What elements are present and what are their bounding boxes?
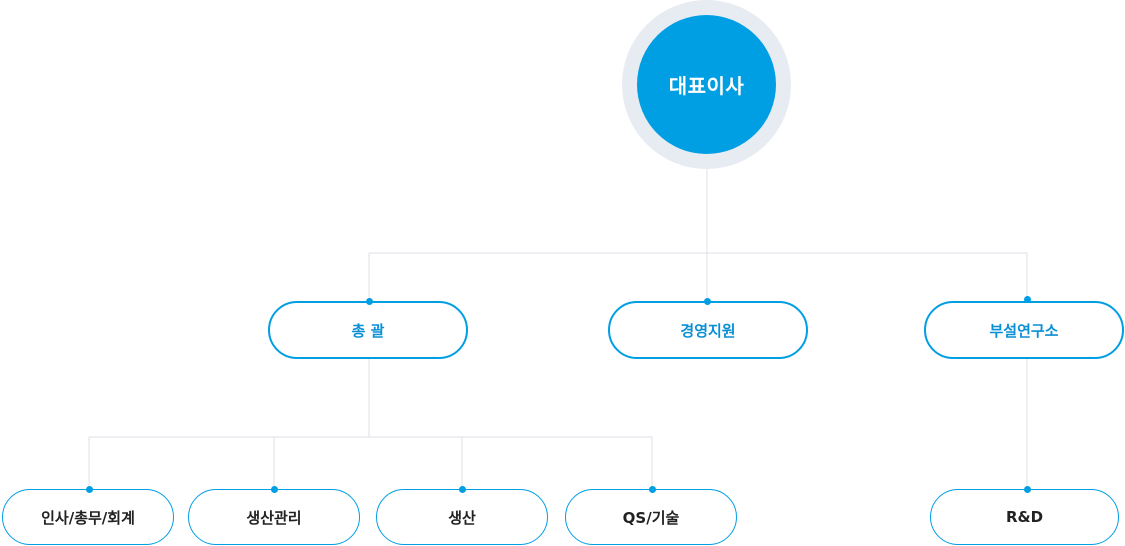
connector-dot (1023, 485, 1031, 493)
connector-dot (458, 485, 466, 493)
node-label: 생산 (448, 508, 476, 527)
ceo-label: 대표이사 (668, 74, 745, 98)
node-label: QS/기술 (622, 508, 680, 527)
connector-dot (85, 485, 93, 493)
node-rnd: R&D (930, 489, 1119, 545)
node-label: 생산관리 (246, 508, 302, 527)
node-label: 인사/총무/회계 (41, 508, 135, 527)
node-label: 부설연구소 (989, 321, 1059, 340)
connector-dot (648, 485, 656, 493)
connector-dot (270, 485, 278, 493)
node-production-management: 생산관리 (188, 489, 360, 545)
connector-dot (365, 297, 373, 305)
node-label: 총 괄 (351, 321, 385, 340)
node-qs-technology: QS/기술 (565, 489, 737, 545)
node-chonggwal: 총 괄 (268, 301, 468, 359)
connector-dot (703, 297, 711, 305)
node-production: 생산 (376, 489, 548, 545)
node-label: 경영지원 (680, 321, 736, 340)
ceo-node-ring: 대표이사 (622, 0, 791, 169)
ceo-node: 대표이사 (637, 15, 776, 154)
node-management-support: 경영지원 (608, 301, 808, 359)
connector-dot (1023, 295, 1031, 303)
node-hr-admin-accounting: 인사/총무/회계 (2, 489, 174, 545)
node-label: R&D (1005, 508, 1044, 526)
node-research-institute: 부설연구소 (924, 301, 1124, 359)
